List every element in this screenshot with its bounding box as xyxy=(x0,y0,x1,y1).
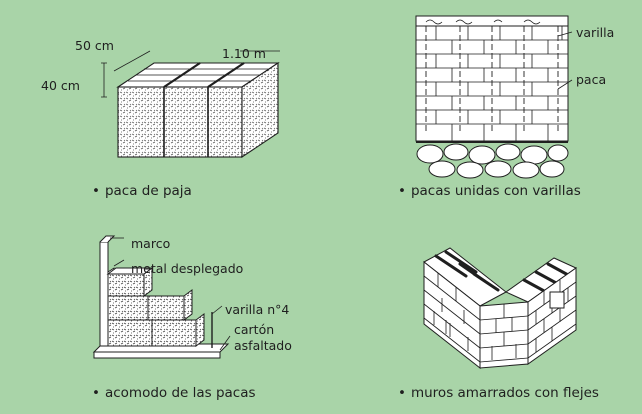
wall-rod-label: varilla xyxy=(576,25,615,40)
wall-illustration xyxy=(412,14,573,182)
bullet: • xyxy=(398,183,406,199)
corner-illustration xyxy=(420,240,580,372)
stack-mesh-label: metal desplegado xyxy=(131,261,244,276)
bale-dimension-lines xyxy=(90,45,300,165)
stack-caption-text: acomodo de las pacas xyxy=(104,385,256,401)
corner-caption-text: muros amarrados con flejes xyxy=(410,385,599,401)
bale-illustration xyxy=(108,55,288,165)
bale-height-label: 40 cm xyxy=(41,78,80,93)
stack-caption: •acomodo de las pacas xyxy=(92,385,256,401)
stack-rod-label: varilla n°4 xyxy=(225,302,290,317)
bale-caption-text: paca de paja xyxy=(104,183,192,199)
stack-illustration xyxy=(88,232,238,362)
stack-frame-label: marco xyxy=(131,236,171,251)
bullet: • xyxy=(398,385,406,401)
stack-board-label-1: cartón xyxy=(234,322,275,337)
bale-width-label: 50 cm xyxy=(75,38,114,53)
corner-caption: •muros amarrados con flejes xyxy=(398,385,599,401)
bullet: • xyxy=(92,385,100,401)
wall-caption-text: pacas unidas con varillas xyxy=(410,183,581,199)
wall-bale-label: paca xyxy=(576,72,607,87)
bullet: • xyxy=(92,183,100,199)
wall-caption: •pacas unidas con varillas xyxy=(398,183,581,199)
bale-length-label: 1.10 m xyxy=(222,46,266,61)
stack-board-label-2: asfaltado xyxy=(234,338,292,353)
bale-caption: •paca de paja xyxy=(92,183,192,199)
